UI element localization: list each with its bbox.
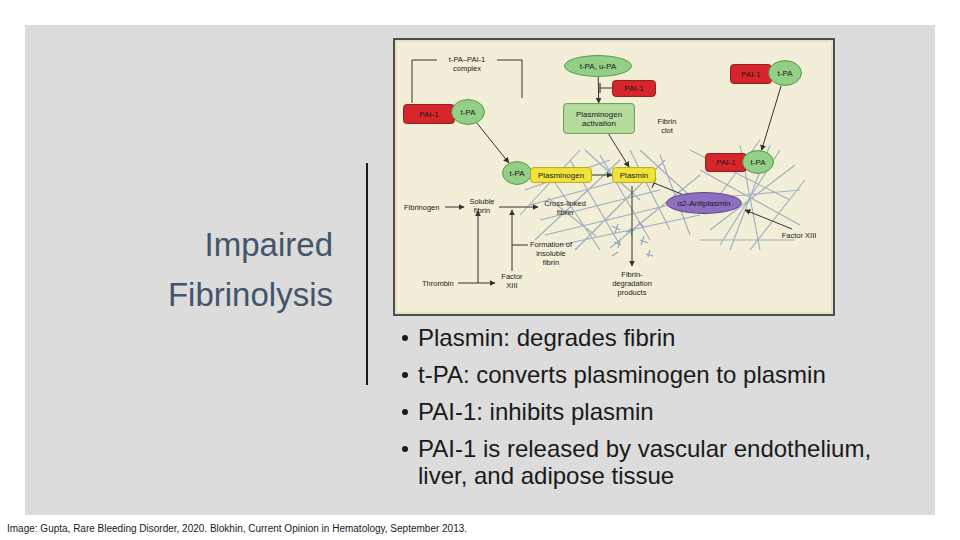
inhibitor-box: PAI-1: [612, 80, 656, 97]
node-text: Plasmin: [620, 171, 648, 180]
connector-line: [477, 123, 509, 163]
connector-line: [609, 134, 629, 167]
node-outline: [564, 104, 635, 134]
pathway-arrow: [445, 186, 792, 283]
connector: [592, 175, 612, 176]
product-label: Fibrin-degradation products: [604, 270, 660, 297]
connector-line: [592, 175, 612, 176]
inhibitor-box: PAI-1: [730, 64, 772, 84]
node-outline: [731, 65, 772, 84]
node-text: Plasminogen activation: [563, 110, 635, 128]
connector-line: [598, 77, 599, 103]
bullet-text: PAI-1 is released by vascular endotheliu…: [418, 435, 873, 489]
node-outline: [613, 168, 656, 183]
node-text: t-PA: [461, 108, 476, 117]
molecule-label: Factor XIII: [498, 272, 526, 290]
node-text: PAI-1: [716, 158, 735, 167]
node-text: Plasminogen: [538, 171, 584, 180]
node-text: PAI-1: [741, 70, 760, 79]
bullet-text: t-PA: converts plasminogen to plasmin: [418, 361, 918, 388]
bullet-dot: [402, 446, 408, 452]
connector: [477, 123, 509, 163]
bullet-text: Plasmin: degrades fibrin: [418, 324, 918, 351]
annotation-label: Fibrin clot: [654, 117, 680, 135]
node-outline: [743, 151, 774, 174]
process-box: Plasminogen activation: [563, 103, 635, 134]
bullet-dot: [402, 372, 408, 378]
inhibitor-box: PAI-1: [705, 153, 747, 172]
node-text: t-PA: [751, 158, 766, 167]
connector: [598, 77, 599, 103]
node-text: t-PA: [778, 69, 793, 78]
connector: [652, 178, 682, 194]
annotation-label: t-PA–PAI-1 complex: [440, 55, 494, 73]
node-outline: [452, 100, 485, 125]
activator-ellipse: t-PA: [768, 60, 802, 86]
activator-ellipse: t-PA: [742, 150, 774, 174]
node-outline: [565, 56, 632, 77]
molecule-label: Factor XIII: [774, 231, 824, 240]
node-outline: [404, 105, 455, 124]
image-credit: Image: Gupta, Rare Bleeding Disorder, 20…: [7, 523, 467, 535]
node-outline: [769, 61, 802, 86]
divider-line: [366, 163, 368, 385]
inhibitor-box: PAI-1: [403, 104, 455, 124]
node-text: t-PA, u-PA: [580, 62, 617, 71]
connector-line: [762, 86, 782, 151]
node-outline: [613, 81, 656, 97]
bullet-dot: [402, 409, 408, 415]
node-text: PAI-1: [419, 110, 438, 119]
activator-ellipse: t-PA, u-PA: [564, 55, 632, 77]
molecule-label: Thrombin: [422, 279, 462, 288]
molecule-label: Fibrinogen: [404, 203, 454, 212]
node-text: PAI-1: [624, 84, 643, 93]
protein-box: Plasminogen: [530, 167, 592, 183]
bullet-dot: [402, 335, 408, 341]
molecule-label: Soluble fibrin: [465, 197, 499, 215]
activator-ellipse: t-PA: [451, 99, 485, 125]
process-label: Formation of insoluble fibrin: [529, 240, 573, 267]
inhibitor-ellipse: α2-Antiplasmin: [666, 192, 742, 214]
inhibition-bar: [600, 83, 612, 93]
fibrin-mesh: [520, 140, 805, 250]
activator-ellipse: t-PA: [502, 161, 532, 185]
node-text: t-PA: [510, 169, 525, 178]
node-text: α2-Antiplasmin: [677, 199, 730, 208]
protein-box: Plasmin: [612, 167, 656, 183]
molecule-label: Cross-linked fibrin: [540, 199, 590, 217]
connector: [609, 134, 629, 167]
connector-line: [654, 183, 682, 194]
connector: [762, 86, 782, 151]
slide-title: Impaired Fibrinolysis: [123, 220, 333, 320]
bullet-text: PAI-1: inhibits plasmin: [418, 398, 918, 425]
node-outline: [667, 193, 742, 214]
node-outline: [503, 162, 532, 185]
node-outline: [531, 168, 592, 183]
node-outline: [706, 154, 747, 172]
